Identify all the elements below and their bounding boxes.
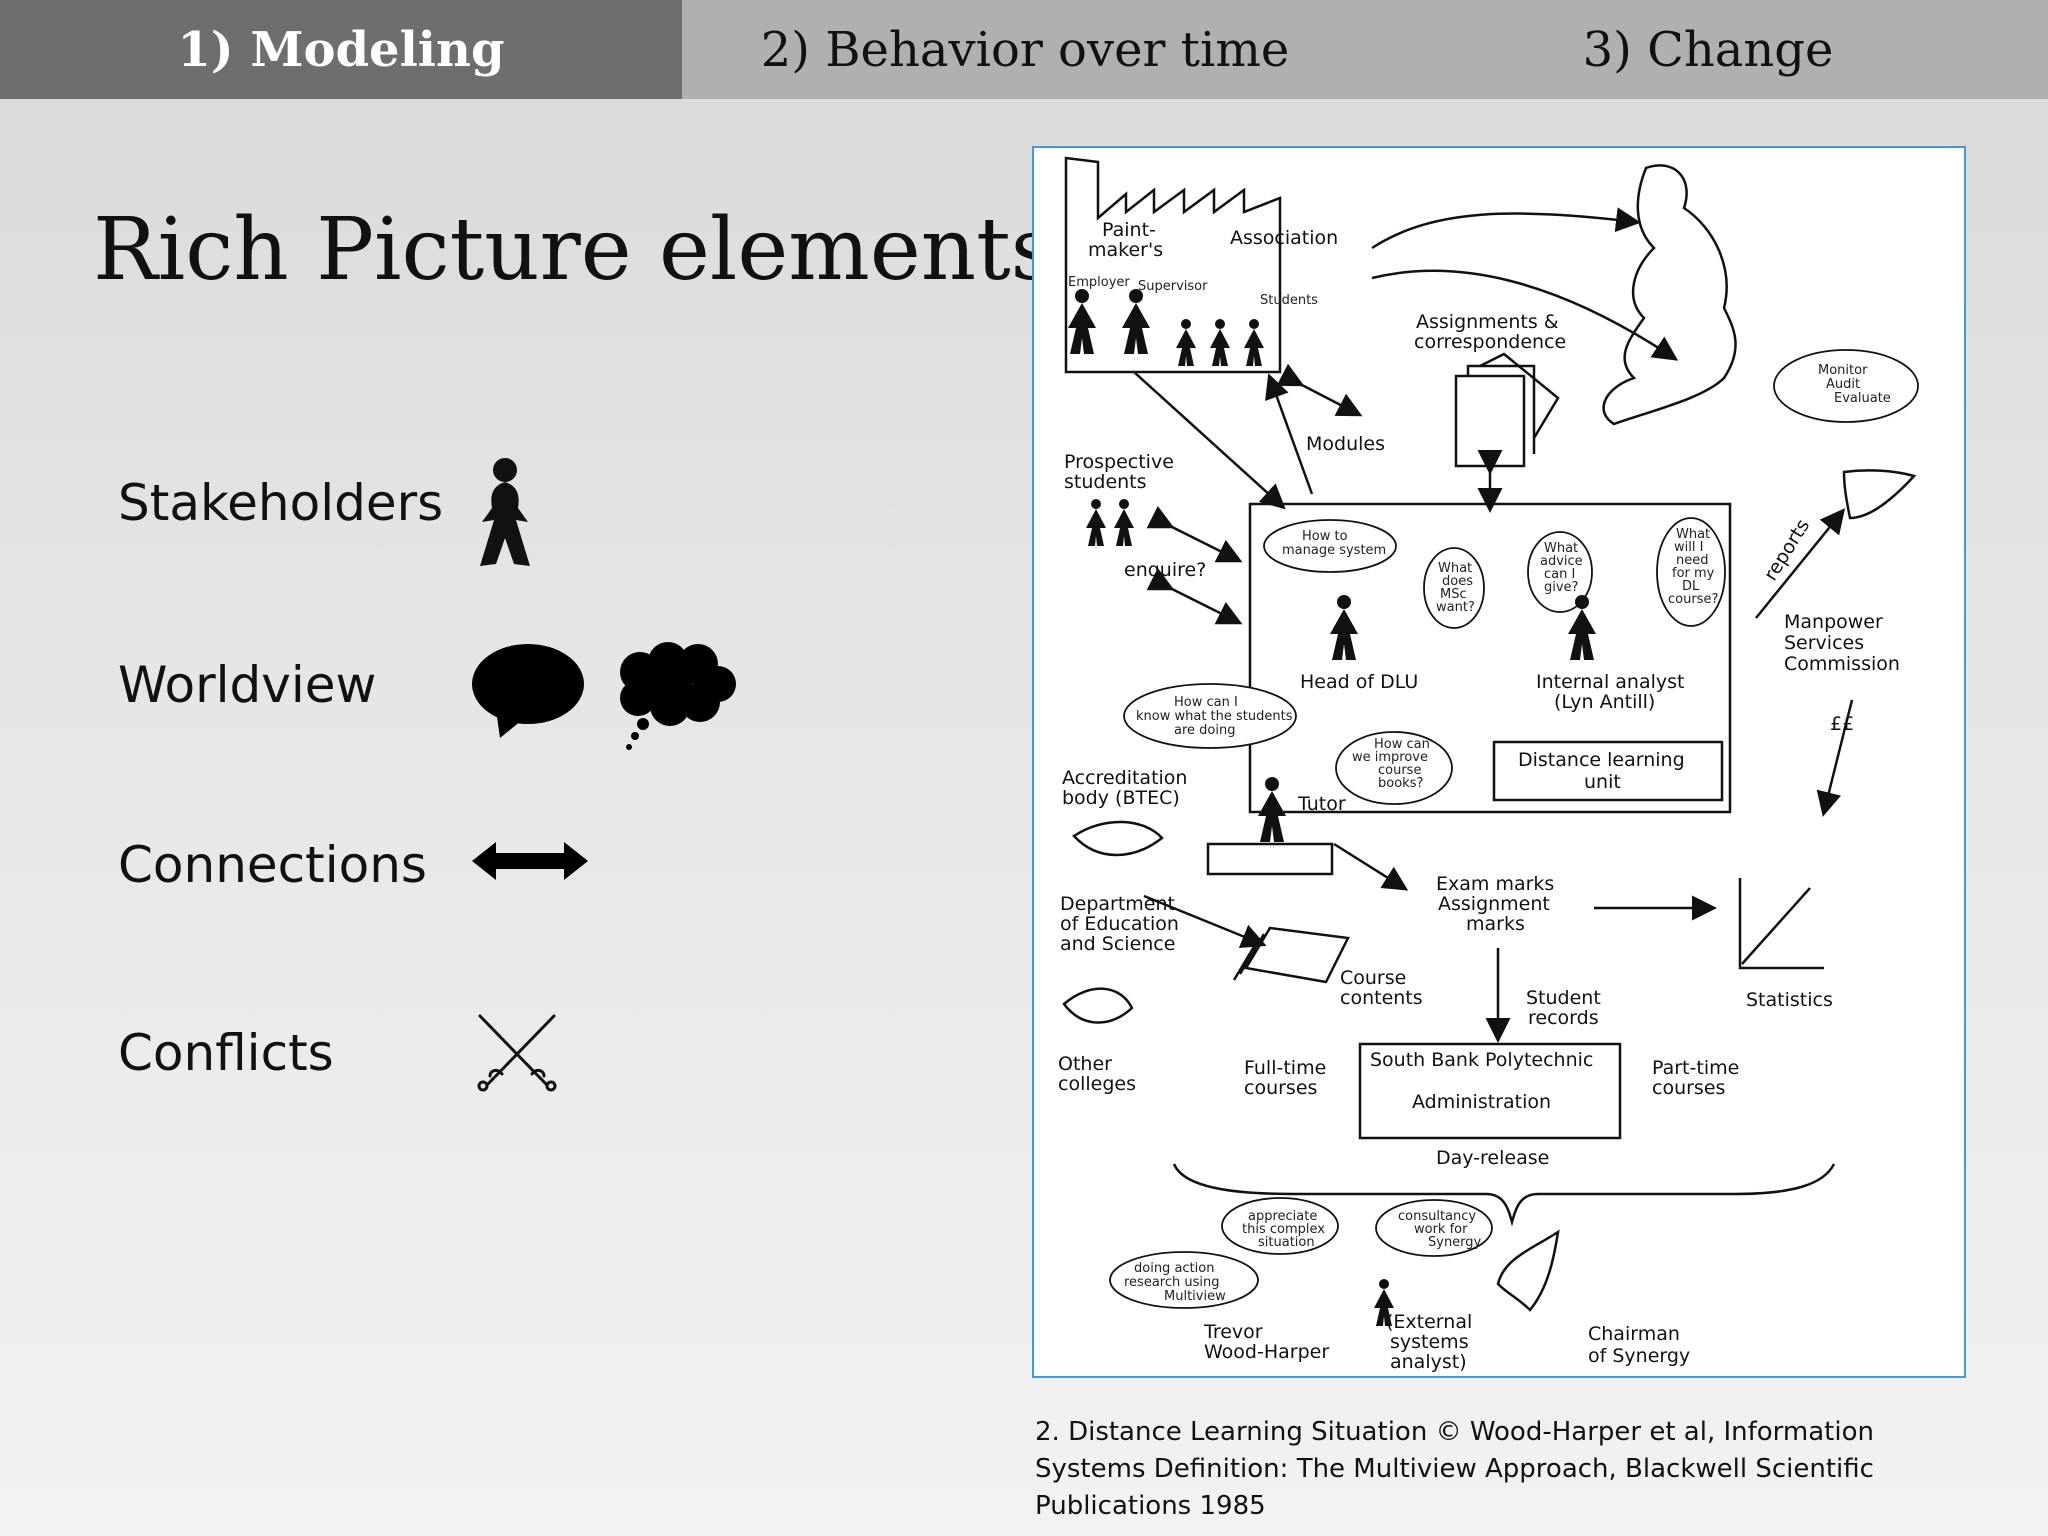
paint-makers-label: Paint-maker's (1088, 219, 1163, 261)
thought-bubble-icon (610, 640, 740, 760)
conflicts-label: Conflicts (118, 1024, 334, 1082)
supervisor-label: Supervisor (1138, 279, 1208, 294)
tutor-label: Tutor (1297, 793, 1346, 815)
assignments-label: Assignments &correspondence (1414, 311, 1566, 353)
tab-modeling[interactable]: 1) Modeling (0, 0, 682, 99)
double-arrow-icon (470, 836, 590, 890)
day-release-label: Day-release (1436, 1147, 1549, 1169)
tab-change[interactable]: 3) Change (1582, 21, 1834, 78)
cc-label: ££ (1830, 713, 1854, 735)
internal-analyst-label: Internal analyst(Lyn Antill) (1536, 671, 1684, 713)
rich-picture-diagram: Paint-maker's Association Employer Super… (1032, 146, 1966, 1378)
figure-caption: 2. Distance Learning Situation © Wood-Ha… (1035, 1417, 1874, 1521)
association-label: Association (1230, 227, 1338, 249)
enquire-label: enquire? (1124, 559, 1206, 581)
stakeholders-label: Stakeholders (118, 474, 444, 532)
section-tab-bar: 1) Modeling 2) Behavior over time 3) Cha… (0, 0, 2048, 99)
modules-label: Modules (1306, 433, 1385, 455)
slide-title: Rich Picture elements (93, 200, 1055, 300)
connections-label: Connections (118, 836, 427, 894)
crossed-swords-icon (474, 1012, 560, 1096)
worldview-label: Worldview (118, 656, 377, 714)
reports-label: reports (1760, 515, 1815, 584)
speech-bubble-icon (470, 642, 590, 742)
students-small-label: Students (1260, 293, 1318, 308)
head-of-dlu-label: Head of DLU (1300, 671, 1418, 693)
statistics-label: Statistics (1746, 989, 1833, 1011)
employer-label: Employer (1068, 275, 1130, 290)
tab-behavior-over-time[interactable]: 2) Behavior over time (760, 21, 1290, 78)
stick-figure-icon (470, 456, 540, 575)
